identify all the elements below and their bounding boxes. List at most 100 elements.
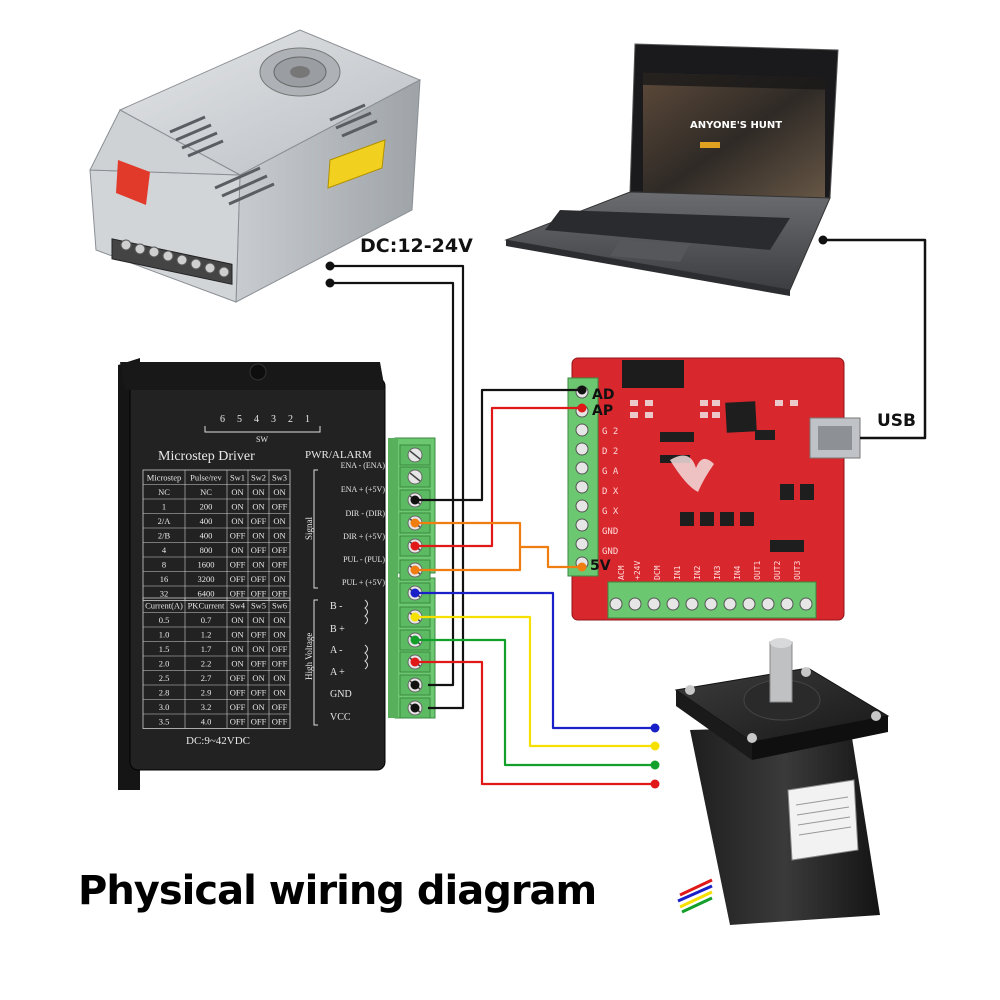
table-cell: ON [231,502,243,512]
table-cell: 2.7 [201,673,212,683]
table-cell: 1 [162,502,166,512]
table-cell: OFF [230,531,246,541]
table-cell: ON [252,673,264,683]
sw-number: 6 [220,414,225,425]
table-header-cell: PKCurrent [188,601,225,611]
table-cell: 1.2 [201,630,212,640]
driver-terminal-dot [410,612,420,622]
table-cell: 8 [162,560,166,570]
table-cell: ON [273,615,285,625]
driver-terminal-dot [410,635,420,645]
sw-caption: SW [256,435,268,444]
dc-range-label: DC:9~42VDC [186,735,250,747]
wire-b-plus [415,615,655,748]
table-cell: ON [273,516,285,526]
svg-text:G A: G A [602,467,619,477]
table-cell: OFF [272,702,288,712]
board-ad-terminal [577,385,587,395]
table-cell: OFF [272,717,288,727]
table-cell: 4.0 [201,717,212,727]
table-cell: 32 [160,589,169,599]
table-header-cell: Sw6 [272,601,287,611]
table-cell: 200 [200,502,213,512]
supply-wire-negative [330,281,455,687]
table-cell: 16 [160,574,169,584]
table-cell: ON [273,487,285,497]
table-cell: 800 [200,545,213,555]
table-header-cell: Sw3 [272,473,287,483]
table-cell: ON [252,487,264,497]
table-cell: OFF [230,673,246,683]
table-cell: OFF [251,630,267,640]
table-cell: ON [231,516,243,526]
table-cell: OFF [230,589,246,599]
wire-5v-b [415,547,522,572]
table-header-cell: Sw2 [251,473,266,483]
table-cell: 3200 [198,574,215,584]
usb-cable [823,238,927,440]
table-cell: ON [273,630,285,640]
table-cell: 3.0 [159,702,170,712]
power-terminal-label: B + [330,624,345,635]
table-cell: ON [231,487,243,497]
driver-terminal-blocks [388,437,436,719]
table-cell: OFF [230,560,246,570]
table-cell: ON [252,502,264,512]
wire-5v-a [415,521,582,569]
table-cell: 1600 [198,560,215,570]
svg-text:ACM: ACM [617,565,626,580]
motor-lead-blue [650,723,660,733]
svg-text:D 2: D 2 [602,447,618,457]
power-terminal-label: VCC [330,712,351,723]
table-cell: 0.7 [201,615,212,625]
table-cell: OFF [251,717,267,727]
driver-terminal-dot [410,565,420,575]
table-cell: OFF [272,545,288,555]
motor-lead-yellow [650,741,660,751]
svg-text:OUT3: OUT3 [793,561,802,580]
power-supply [89,29,422,303]
svg-text:GND: GND [602,547,618,557]
table-cell: 4 [162,545,167,555]
sw-number: 1 [305,414,310,425]
driver-terminal-dot [410,657,420,667]
table-cell: 3.2 [201,702,212,712]
table-cell: ON [273,574,285,584]
table-cell: OFF [251,574,267,584]
table-cell: ON [252,615,264,625]
wire-a-minus [415,638,655,767]
table-cell: ON [273,531,285,541]
wire-b-minus [415,591,655,730]
board-ad-label: AD [592,387,614,403]
driver-terminal-dot [410,518,420,528]
table-cell: OFF [272,659,288,669]
wire-dir-ap [415,406,582,548]
driver-terminal-dot [410,588,420,598]
signal-terminal-label: ENA - (ENA) [341,461,386,470]
table-cell: 2.9 [201,688,212,698]
sw-number: 3 [271,414,276,425]
pwr-alarm-label: PWR/ALARM [305,449,372,461]
table-cell: OFF [272,644,288,654]
table-cell: ON [231,615,243,625]
table-cell: OFF [251,589,267,599]
svg-text:IN1: IN1 [673,565,682,580]
table-header-cell: Sw4 [230,601,246,611]
table-cell: 3.5 [159,717,170,727]
svg-text:GND: GND [602,527,618,537]
table-cell: OFF [230,688,246,698]
board-ap-label: AP [592,403,613,419]
table-cell: OFF [272,560,288,570]
usb-endpoint [818,235,828,245]
svg-text:+24V: +24V [633,561,642,580]
board-ap-terminal [577,403,587,413]
table-cell: OFF [251,688,267,698]
power-terminal-label: B - [330,601,343,612]
supply-wire-positive [330,264,465,710]
table-cell: ON [273,673,285,683]
signal-terminal-label: PUL - (PUL) [343,555,385,564]
motor-lead-green [650,760,660,770]
